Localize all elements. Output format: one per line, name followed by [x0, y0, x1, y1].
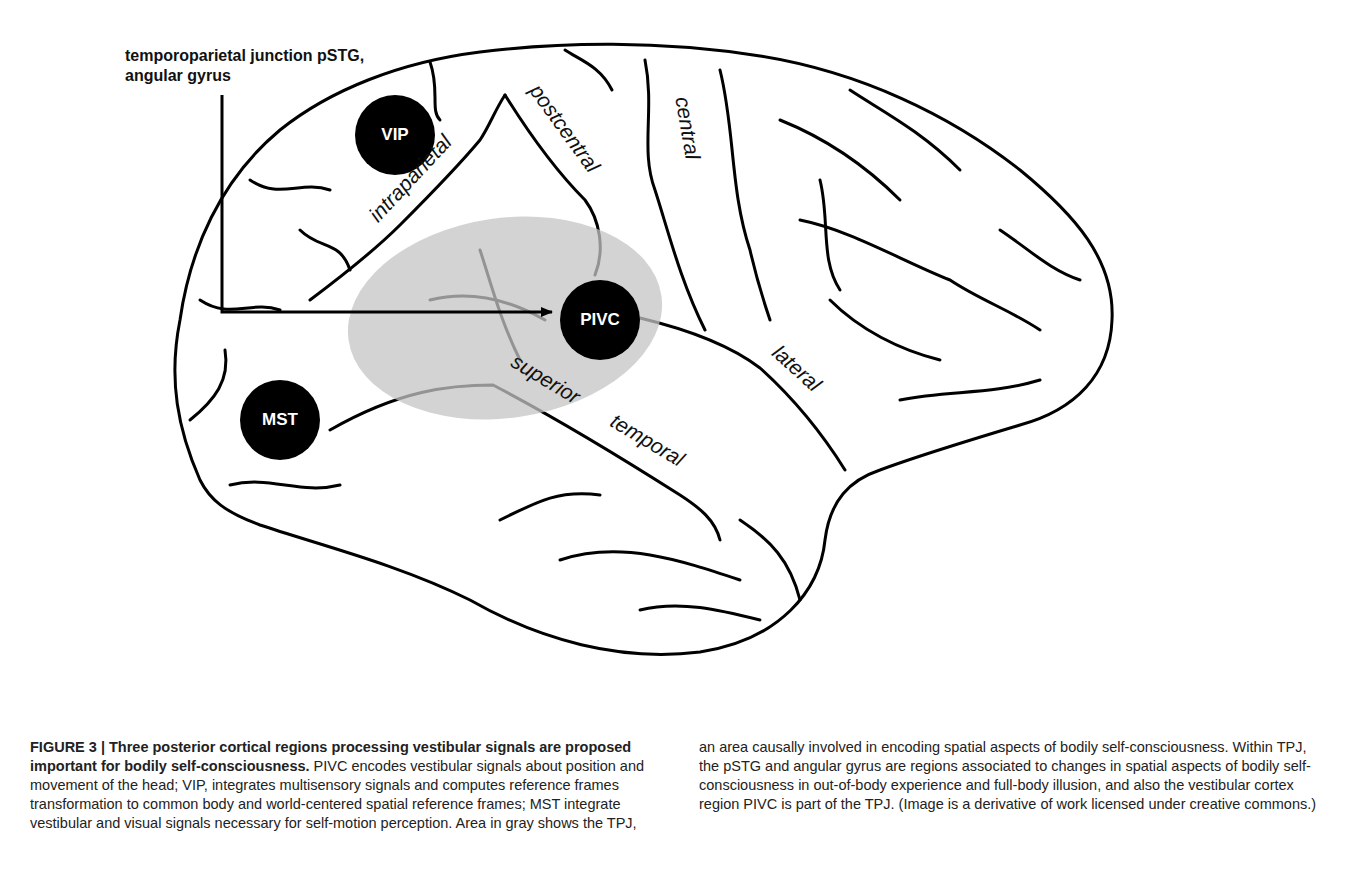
region-name: VIP: [381, 125, 408, 145]
sulci: [190, 50, 1080, 620]
brain-outline: [175, 44, 1112, 654]
region-name: PIVC: [580, 310, 620, 330]
region-name: MST: [262, 410, 298, 430]
sulcus-label: lateral: [769, 341, 826, 395]
tpj-region: [335, 197, 676, 439]
sulcus-label: superior temporal: [508, 350, 688, 470]
caption-box: FIGURE 3 | Three posterior cortical regi…: [30, 738, 1324, 833]
leader-arrow: [222, 95, 552, 312]
region-circle: PIVC: [560, 280, 640, 360]
region-circle: MST: [240, 380, 320, 460]
sulcus-label: postcentral: [526, 80, 603, 175]
callout-label: temporoparietal junction pSTG, angular g…: [125, 46, 365, 86]
sulcus-label: central: [672, 95, 704, 161]
